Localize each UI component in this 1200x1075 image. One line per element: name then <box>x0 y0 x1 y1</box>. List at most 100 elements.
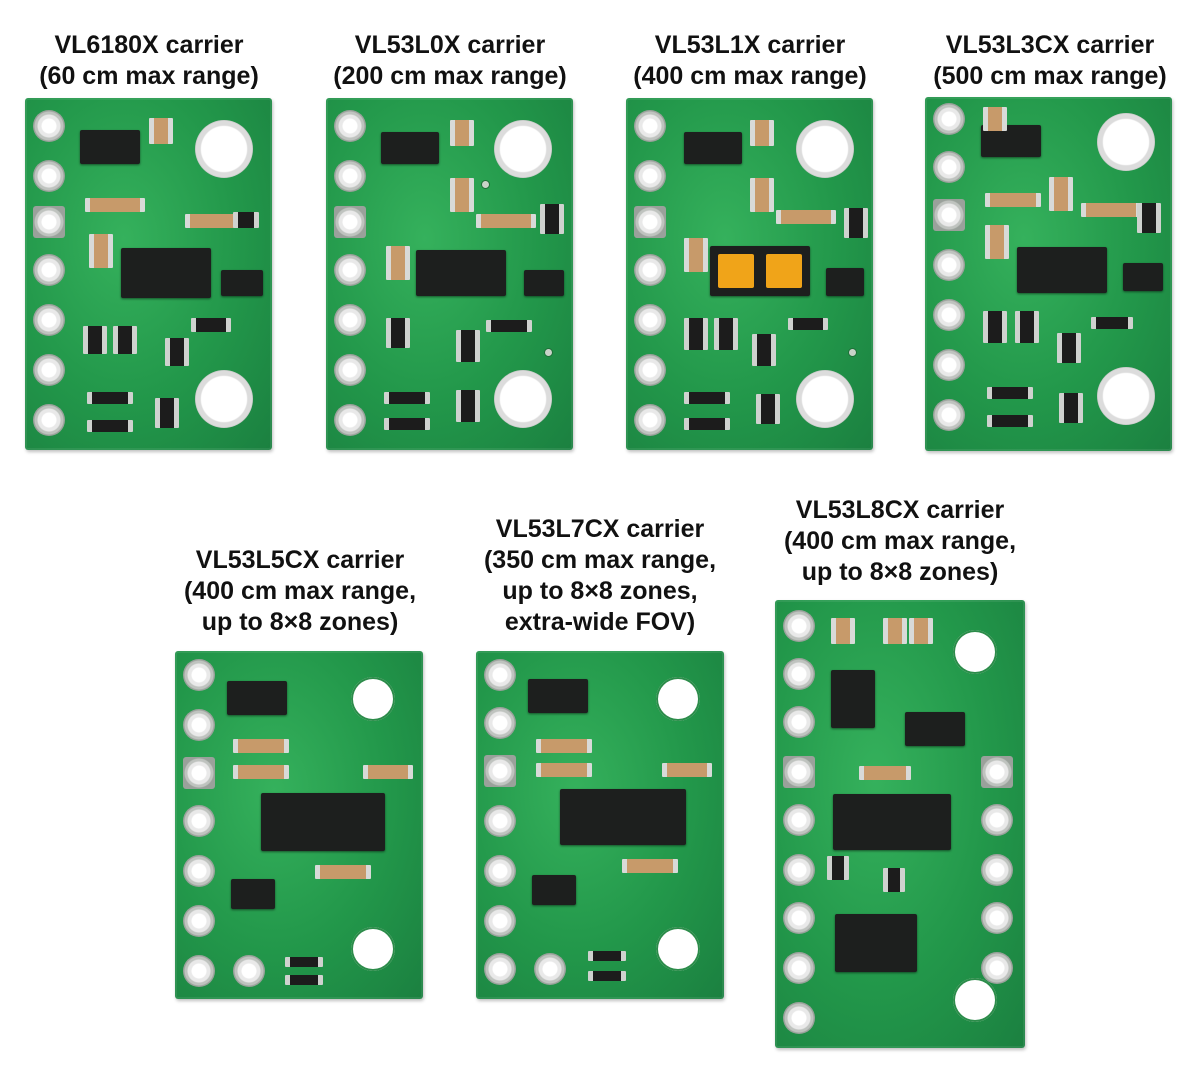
capacitor <box>750 178 774 212</box>
pin-pad <box>484 953 516 985</box>
caption-range: (400 cm max range, <box>183 577 417 605</box>
sensor-window <box>718 254 754 288</box>
regulator-chip <box>381 132 439 164</box>
resistor <box>684 318 708 350</box>
resistor <box>113 326 137 354</box>
resistor <box>233 212 259 228</box>
mounting-hole <box>494 120 552 178</box>
regulator-chip <box>831 670 875 728</box>
resistor <box>386 318 410 348</box>
caption-title: VL53L7CX carrier <box>495 515 705 543</box>
capacitor <box>85 198 145 212</box>
capacitor <box>909 618 933 644</box>
resistor <box>191 318 231 332</box>
resistor <box>588 951 626 961</box>
resistor <box>788 318 828 330</box>
resistor <box>285 957 323 967</box>
caption-title: VL53L0X carrier <box>354 31 546 59</box>
capacitor <box>1081 203 1141 217</box>
resistor <box>883 868 905 892</box>
pin-pad <box>33 354 65 386</box>
caption-fov: extra-wide FOV) <box>504 608 696 636</box>
pin-pad <box>981 804 1013 836</box>
capacitor <box>776 210 836 224</box>
level-shifter-chip <box>532 875 576 905</box>
resistor <box>456 390 480 422</box>
caption-title: VL53L8CX carrier <box>795 496 1005 524</box>
pin-pad <box>634 304 666 336</box>
caption-title: VL53L3CX carrier <box>945 31 1155 59</box>
mounting-hole <box>656 677 700 721</box>
pin-pad <box>933 199 965 231</box>
resistor <box>588 971 626 981</box>
sensor-chip <box>121 248 211 298</box>
sensor-chip <box>833 794 951 850</box>
capacitor <box>233 765 289 779</box>
pin-pad <box>334 354 366 386</box>
caption-range: (60 cm max range) <box>39 62 259 90</box>
capacitor <box>985 225 1009 259</box>
sensor-window <box>766 254 802 288</box>
sensor-chip <box>261 793 385 851</box>
pin-pad <box>484 805 516 837</box>
resistor <box>714 318 738 350</box>
pin-pad <box>634 354 666 386</box>
resistor <box>1057 333 1081 363</box>
pin-pad <box>783 854 815 886</box>
resistor <box>987 387 1033 399</box>
caption-range: (200 cm max range) <box>333 62 567 90</box>
capacitor <box>450 178 474 212</box>
resistor <box>87 392 133 404</box>
mounting-hole <box>953 978 997 1022</box>
caption-vl6180x: VL6180X carrier (60 cm max range) <box>39 30 259 92</box>
sensor-chip <box>1017 247 1107 293</box>
caption-vl53l3cx: VL53L3CX carrier (500 cm max range) <box>933 30 1166 92</box>
mounting-hole <box>953 630 997 674</box>
mounting-hole <box>796 120 854 178</box>
mounting-hole <box>1097 367 1155 425</box>
caption-title: VL53L1X carrier <box>654 31 846 59</box>
pin-pad <box>334 254 366 286</box>
pin-pad <box>183 855 215 887</box>
caption-vl53l0x: VL53L0X carrier (200 cm max range) <box>333 30 566 92</box>
pin-pad <box>233 955 265 987</box>
pin-pad <box>33 254 65 286</box>
caption-vl53l8cx: VL53L8CX carrier (400 cm max range, up t… <box>784 495 1016 588</box>
pin-pad <box>534 953 566 985</box>
resistor <box>456 330 480 362</box>
caption-range: (400 cm max range, <box>783 527 1017 555</box>
pin-pad <box>334 160 366 192</box>
resistor <box>684 418 730 430</box>
resistor <box>87 420 133 432</box>
vl53l5cx-board <box>175 651 423 999</box>
caption-title: VL6180X carrier <box>54 31 244 59</box>
pin-pad <box>334 304 366 336</box>
vl53l8cx-board <box>775 600 1025 1048</box>
level-shifter-chip <box>524 270 564 296</box>
pin-pad <box>183 659 215 691</box>
capacitor <box>662 763 712 777</box>
capacitor <box>476 214 536 228</box>
pin-pad <box>33 304 65 336</box>
resistor <box>827 856 849 880</box>
resistor <box>486 320 532 332</box>
pin-pad <box>634 254 666 286</box>
pin-pad <box>933 349 965 381</box>
resistor <box>384 392 430 404</box>
pin-pad <box>981 902 1013 934</box>
caption-range: (400 cm max range) <box>633 62 867 90</box>
mounting-hole <box>195 120 253 178</box>
caption-zones: up to 8×8 zones, <box>502 577 698 605</box>
mounting-hole <box>1097 113 1155 171</box>
capacitor <box>684 238 708 272</box>
resistor <box>285 975 323 985</box>
pin-pad <box>933 103 965 135</box>
pin-pad <box>183 905 215 937</box>
capacitor <box>450 120 474 146</box>
sensor-chip <box>416 250 506 296</box>
pin-pad <box>933 151 965 183</box>
level-shifter-chip <box>826 268 864 296</box>
pin-pad <box>783 902 815 934</box>
pin-pad <box>981 952 1013 984</box>
resistor <box>987 415 1033 427</box>
